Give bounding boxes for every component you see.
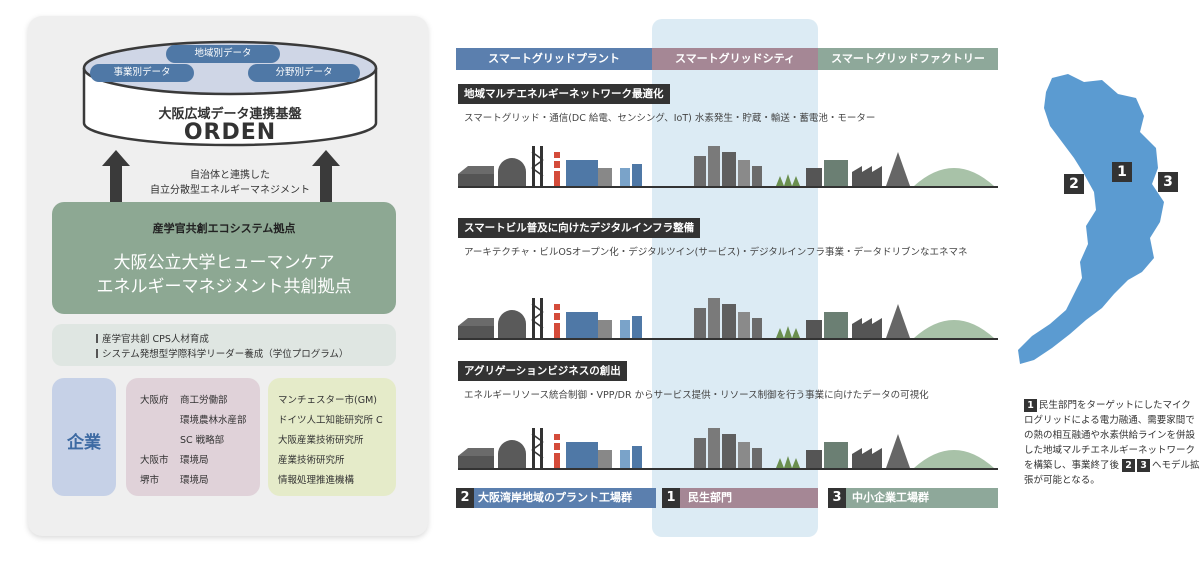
gov-org: 大阪府 <box>140 395 169 406</box>
gov-dept: 環境農林水産部 <box>180 415 247 426</box>
ecosystem-name-line1: 大阪公立大学ヒューマンケア <box>113 253 335 273</box>
database-cylinder-icon <box>82 40 378 147</box>
company-label: 企業 <box>67 433 101 453</box>
skyline-illustration <box>458 146 998 188</box>
training-item: 産学官共創 CPS人材育成 <box>96 331 209 345</box>
section-title: アグリゲーションビジネスの創出 <box>458 361 627 381</box>
up-arrows-icon <box>102 150 340 202</box>
category-factory-header: スマートグリッドファクトリー <box>818 48 998 70</box>
category-city-header: スマートグリッドシティ <box>652 48 818 70</box>
section-desc: エネルギーリソース統合制御・VPP/DR からサービス提供・リソース制御を行う事… <box>464 390 929 401</box>
tag-regional-data: 地域別データ <box>166 45 280 63</box>
partner-item: 情報処理推進機構 <box>278 475 355 486</box>
gov-org: 堺市 <box>140 475 160 486</box>
training-item: システム発想型学際科学リーダー養成（学位プログラム） <box>96 346 348 360</box>
footer-badge: 2 <box>456 488 474 508</box>
ecosystem-box <box>52 202 396 314</box>
partner-item: 大阪産業技術研究所 <box>278 435 364 446</box>
footer-badge: 3 <box>828 488 846 508</box>
footer-label: 大阪湾岸地域のプラント工場群 <box>478 491 632 504</box>
training-box <box>52 324 396 366</box>
platform-caption-line2: 自立分散型エネルギーマネジメント <box>150 185 310 196</box>
skyline-illustration <box>458 428 998 470</box>
osaka-map-icon <box>1018 74 1164 364</box>
map-badge-2: 2 <box>1064 174 1084 194</box>
government-box <box>126 378 260 496</box>
note-badge: 1 <box>1024 399 1037 412</box>
platform-name: ORDEN <box>183 120 277 145</box>
company-box <box>52 378 116 496</box>
gov-dept: 環境局 <box>180 475 209 486</box>
footer-bar-plant <box>474 488 656 508</box>
platform-title: 大阪広域データ連携基盤 <box>158 107 302 122</box>
footer-badge: 1 <box>662 488 680 508</box>
map-badge-3: 3 <box>1158 172 1178 192</box>
category-plant-header: スマートグリッドプラント <box>456 48 652 70</box>
footer-bar-factory <box>846 488 998 508</box>
tag-field-data: 分野別データ <box>248 64 360 82</box>
map-badge-1: 1 <box>1112 162 1132 182</box>
partner-item: ドイツ人工知能研究所 C <box>278 415 383 426</box>
tag-business-data: 事業別データ <box>90 64 194 82</box>
section-title: 地域マルチエネルギーネットワーク最適化 <box>458 84 670 104</box>
gov-dept: 環境局 <box>180 455 209 466</box>
footer-bar-city <box>680 488 818 508</box>
note-badge: 2 <box>1122 459 1136 472</box>
partner-box <box>268 378 396 496</box>
section-title: スマートビル普及に向けたデジタルインフラ整備 <box>458 218 701 238</box>
note-badge: 3 <box>1137 459 1151 472</box>
footer-label: 民生部門 <box>688 491 732 504</box>
partner-item: マンチェスター市(GM) <box>278 395 377 406</box>
skyline-illustration <box>458 298 998 340</box>
ecosystem-name-line2: エネルギーマネジメント共創拠点 <box>96 277 352 297</box>
gov-dept: 商工労働部 <box>180 395 228 406</box>
gov-org: 大阪市 <box>140 455 169 466</box>
partner-item: 産業技術研究所 <box>278 455 345 466</box>
section-desc: スマートグリッド・通信(DC 給電、センシング、IoT) 水素発生・貯蔵・輸送・… <box>464 113 876 124</box>
platform-caption-line1: 自治体と連携した <box>190 170 270 181</box>
section-desc: アーキテクチャ・ビルOSオープン化・デジタルツイン(サービス)・デジタルインフラ… <box>464 247 968 258</box>
gov-dept: SC 戦略部 <box>180 435 225 446</box>
ecosystem-label: 産学官共創エコシステム拠点 <box>152 222 296 235</box>
footer-label: 中小企業工場群 <box>852 491 929 504</box>
